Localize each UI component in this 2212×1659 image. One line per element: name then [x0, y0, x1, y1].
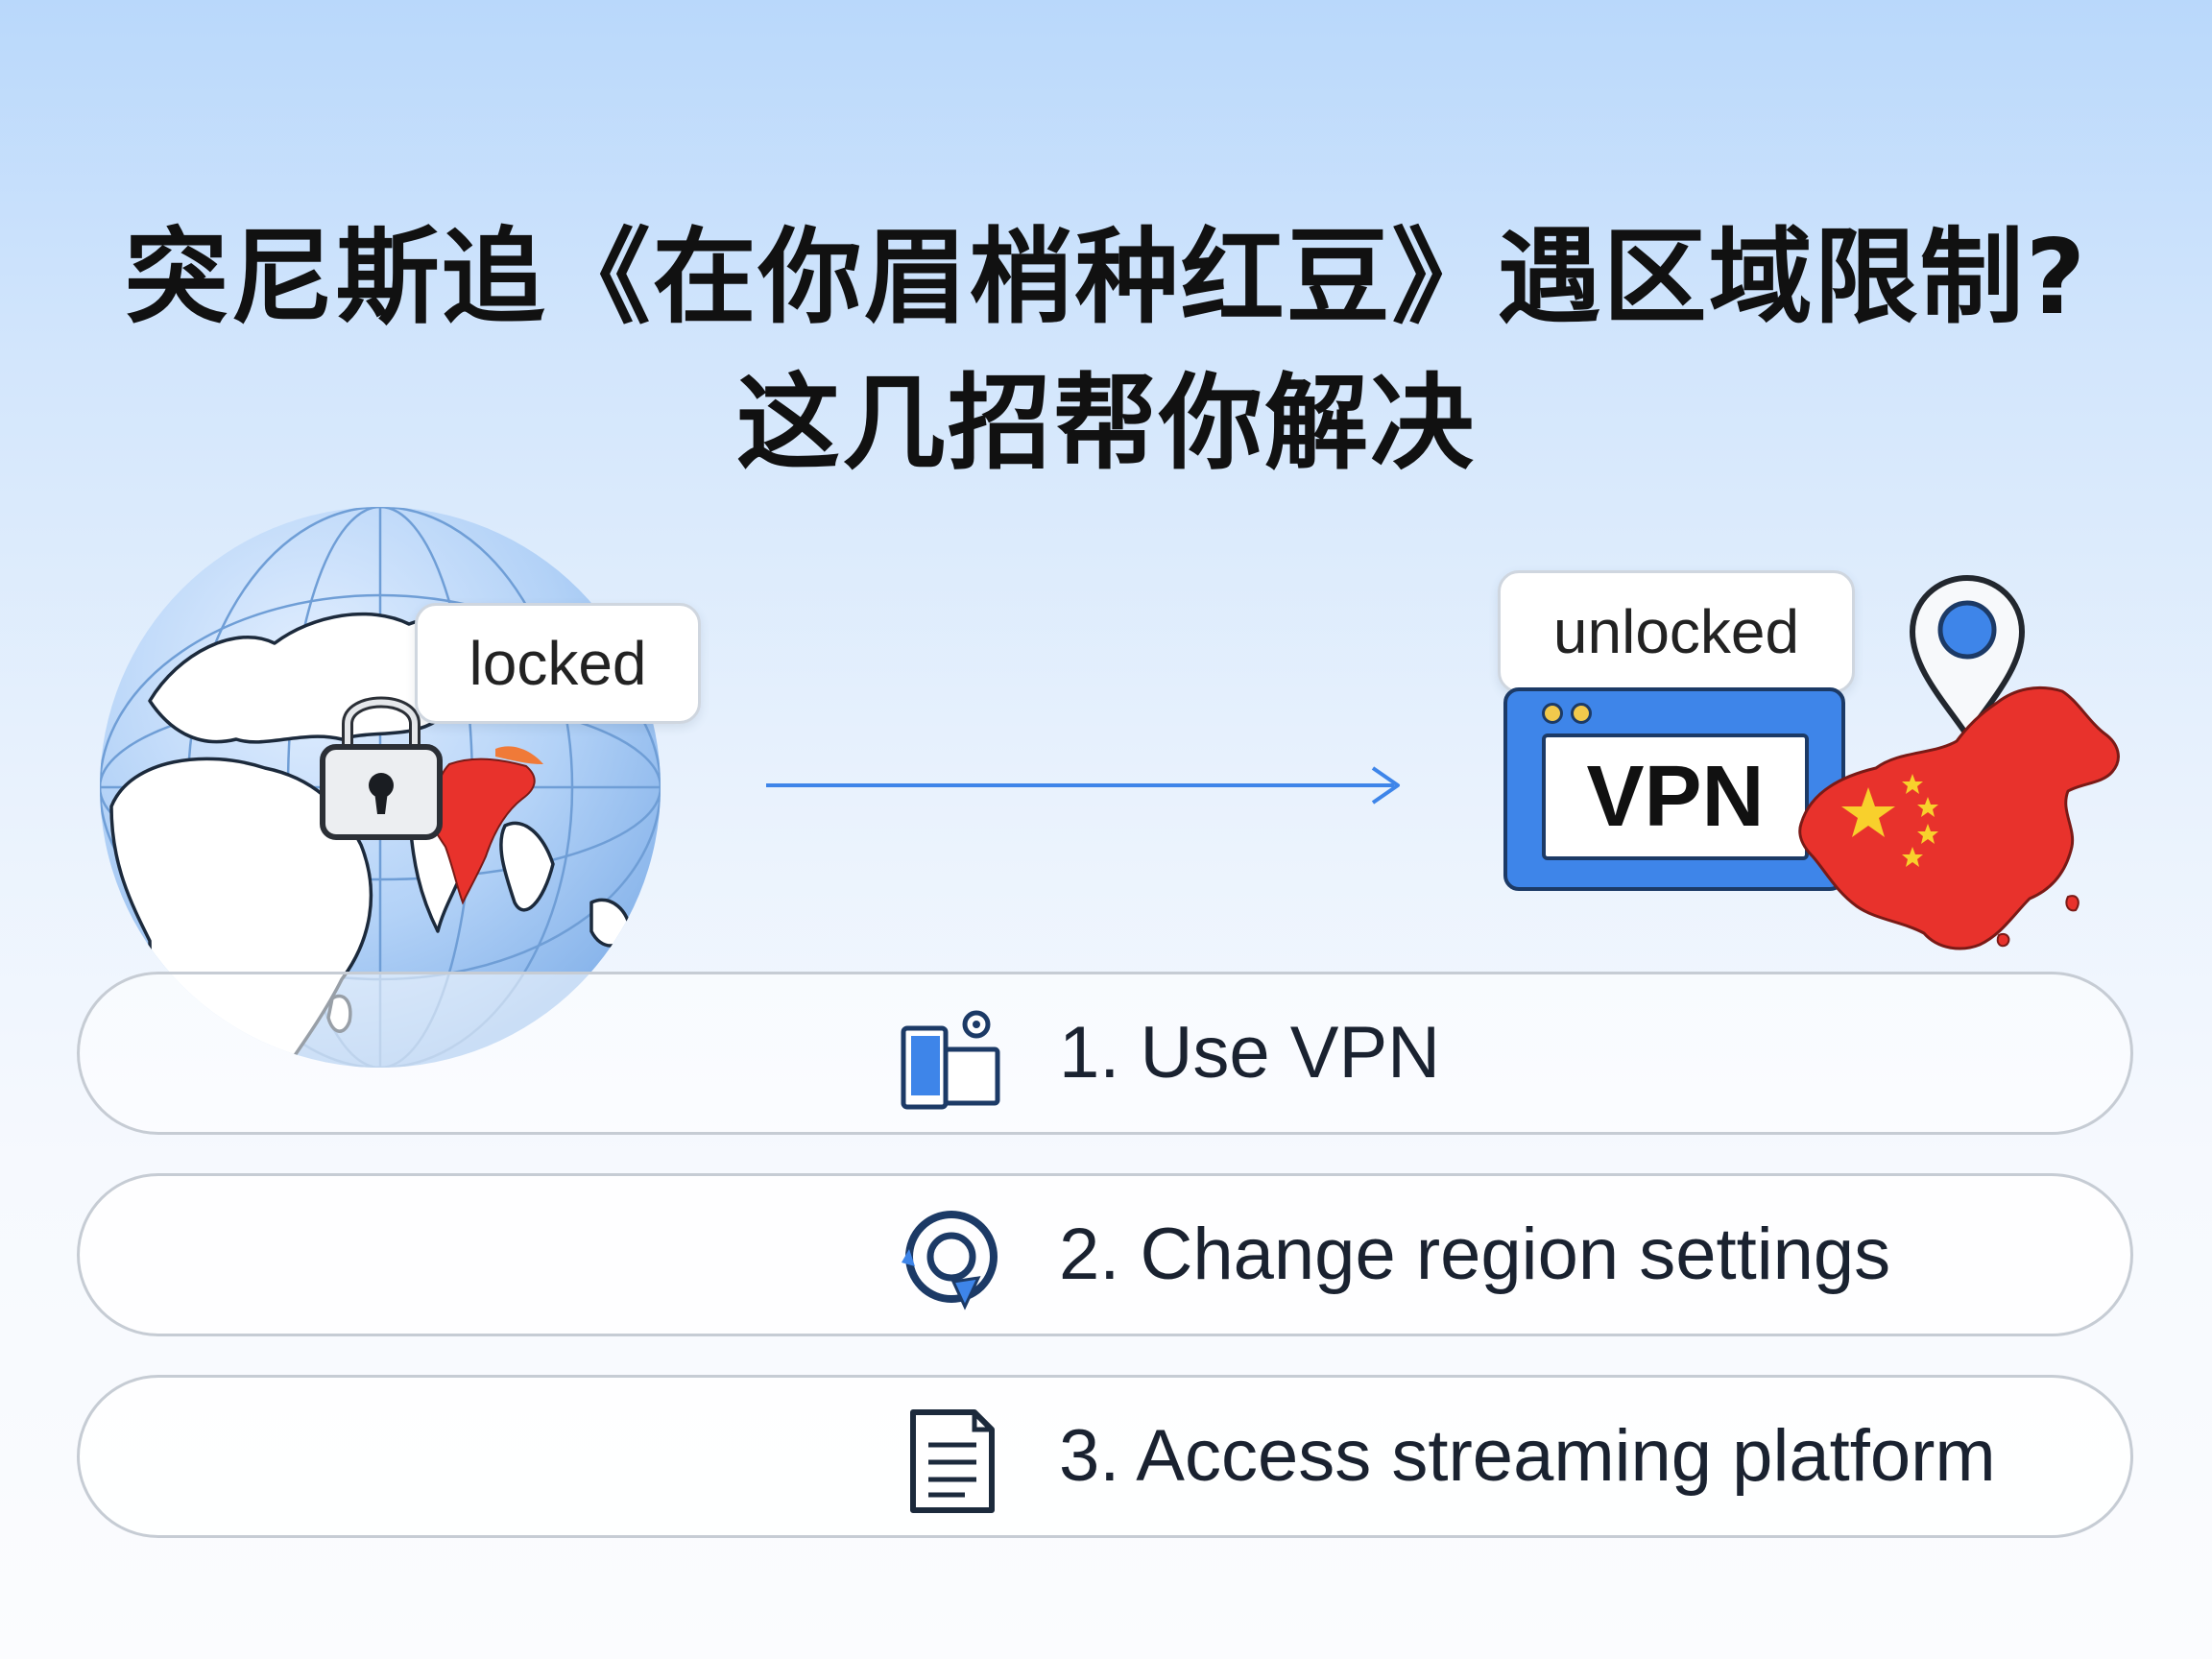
step-change-region[interactable]: 2. Change region settings — [77, 1173, 2133, 1336]
step-access-platform[interactable]: 3. Access streaming platform — [77, 1375, 2133, 1538]
step-label: 3. Access streaming platform — [1059, 1415, 1996, 1497]
document-icon — [910, 1409, 995, 1513]
step-label: 2. Change region settings — [1059, 1214, 1891, 1295]
vpn-window-icon: VPN — [1503, 687, 1845, 891]
devices-icon — [901, 1010, 1000, 1110]
padlock-icon — [320, 696, 443, 840]
window-dot — [1542, 703, 1563, 724]
vpn-label: VPN — [1542, 733, 1809, 860]
unlocked-label: unlocked — [1498, 570, 1855, 693]
page-title: 突尼斯追《在你眉梢种红豆》遇区域限制? — [124, 218, 2088, 338]
page-subtitle: 这几招帮你解决 — [735, 364, 1476, 484]
location-pin-icon — [1909, 574, 2026, 741]
step-use-vpn[interactable]: 1. Use VPN — [77, 972, 2133, 1135]
arrow-right-icon — [766, 766, 1400, 805]
region-refresh-icon — [902, 1211, 998, 1310]
china-map-icon — [1798, 685, 2120, 950]
locked-label: locked — [415, 603, 701, 724]
step-label: 1. Use VPN — [1059, 1012, 1441, 1094]
window-dot — [1571, 703, 1592, 724]
